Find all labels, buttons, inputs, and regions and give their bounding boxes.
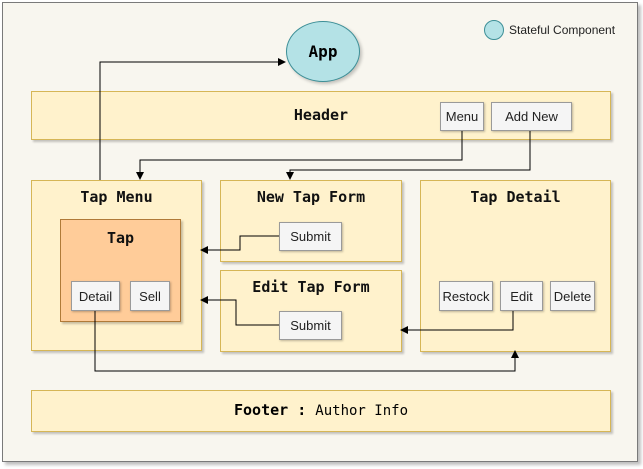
new-tap-submit-button[interactable]: Submit — [279, 222, 342, 251]
tap-detail-component[interactable]: Tap Detail — [420, 180, 611, 352]
footer-author-info: Author Info — [315, 403, 408, 419]
legend-label: Stateful Component — [509, 23, 616, 37]
edit-button[interactable]: Edit — [500, 281, 543, 311]
menu-button[interactable]: Menu — [440, 102, 484, 131]
stateful-legend-icon — [484, 20, 504, 40]
app-node[interactable]: App — [286, 21, 360, 82]
restock-button[interactable]: Restock — [439, 281, 493, 311]
app-label: App — [308, 42, 338, 61]
legend: Stateful Component — [484, 20, 615, 40]
add-new-button[interactable]: Add New — [491, 102, 572, 131]
footer-title: Footer — [234, 401, 289, 419]
edit-tap-submit-button[interactable]: Submit — [279, 311, 342, 340]
tap-detail-title: Tap Detail — [470, 188, 561, 206]
edit-tap-form-title: Edit Tap Form — [252, 278, 370, 296]
footer-separator: : — [288, 401, 316, 419]
detail-button[interactable]: Detail — [71, 281, 120, 311]
delete-button[interactable]: Delete — [550, 281, 595, 311]
sell-button[interactable]: Sell — [130, 281, 170, 311]
footer-component[interactable]: Footer : Author Info — [31, 390, 611, 432]
header-title: Header — [293, 106, 349, 124]
new-tap-form-title: New Tap Form — [256, 188, 366, 206]
footer-text: Footer : Author Info — [32, 401, 610, 419]
tap-title: Tap — [106, 229, 135, 247]
tap-menu-title: Tap Menu — [80, 188, 153, 206]
